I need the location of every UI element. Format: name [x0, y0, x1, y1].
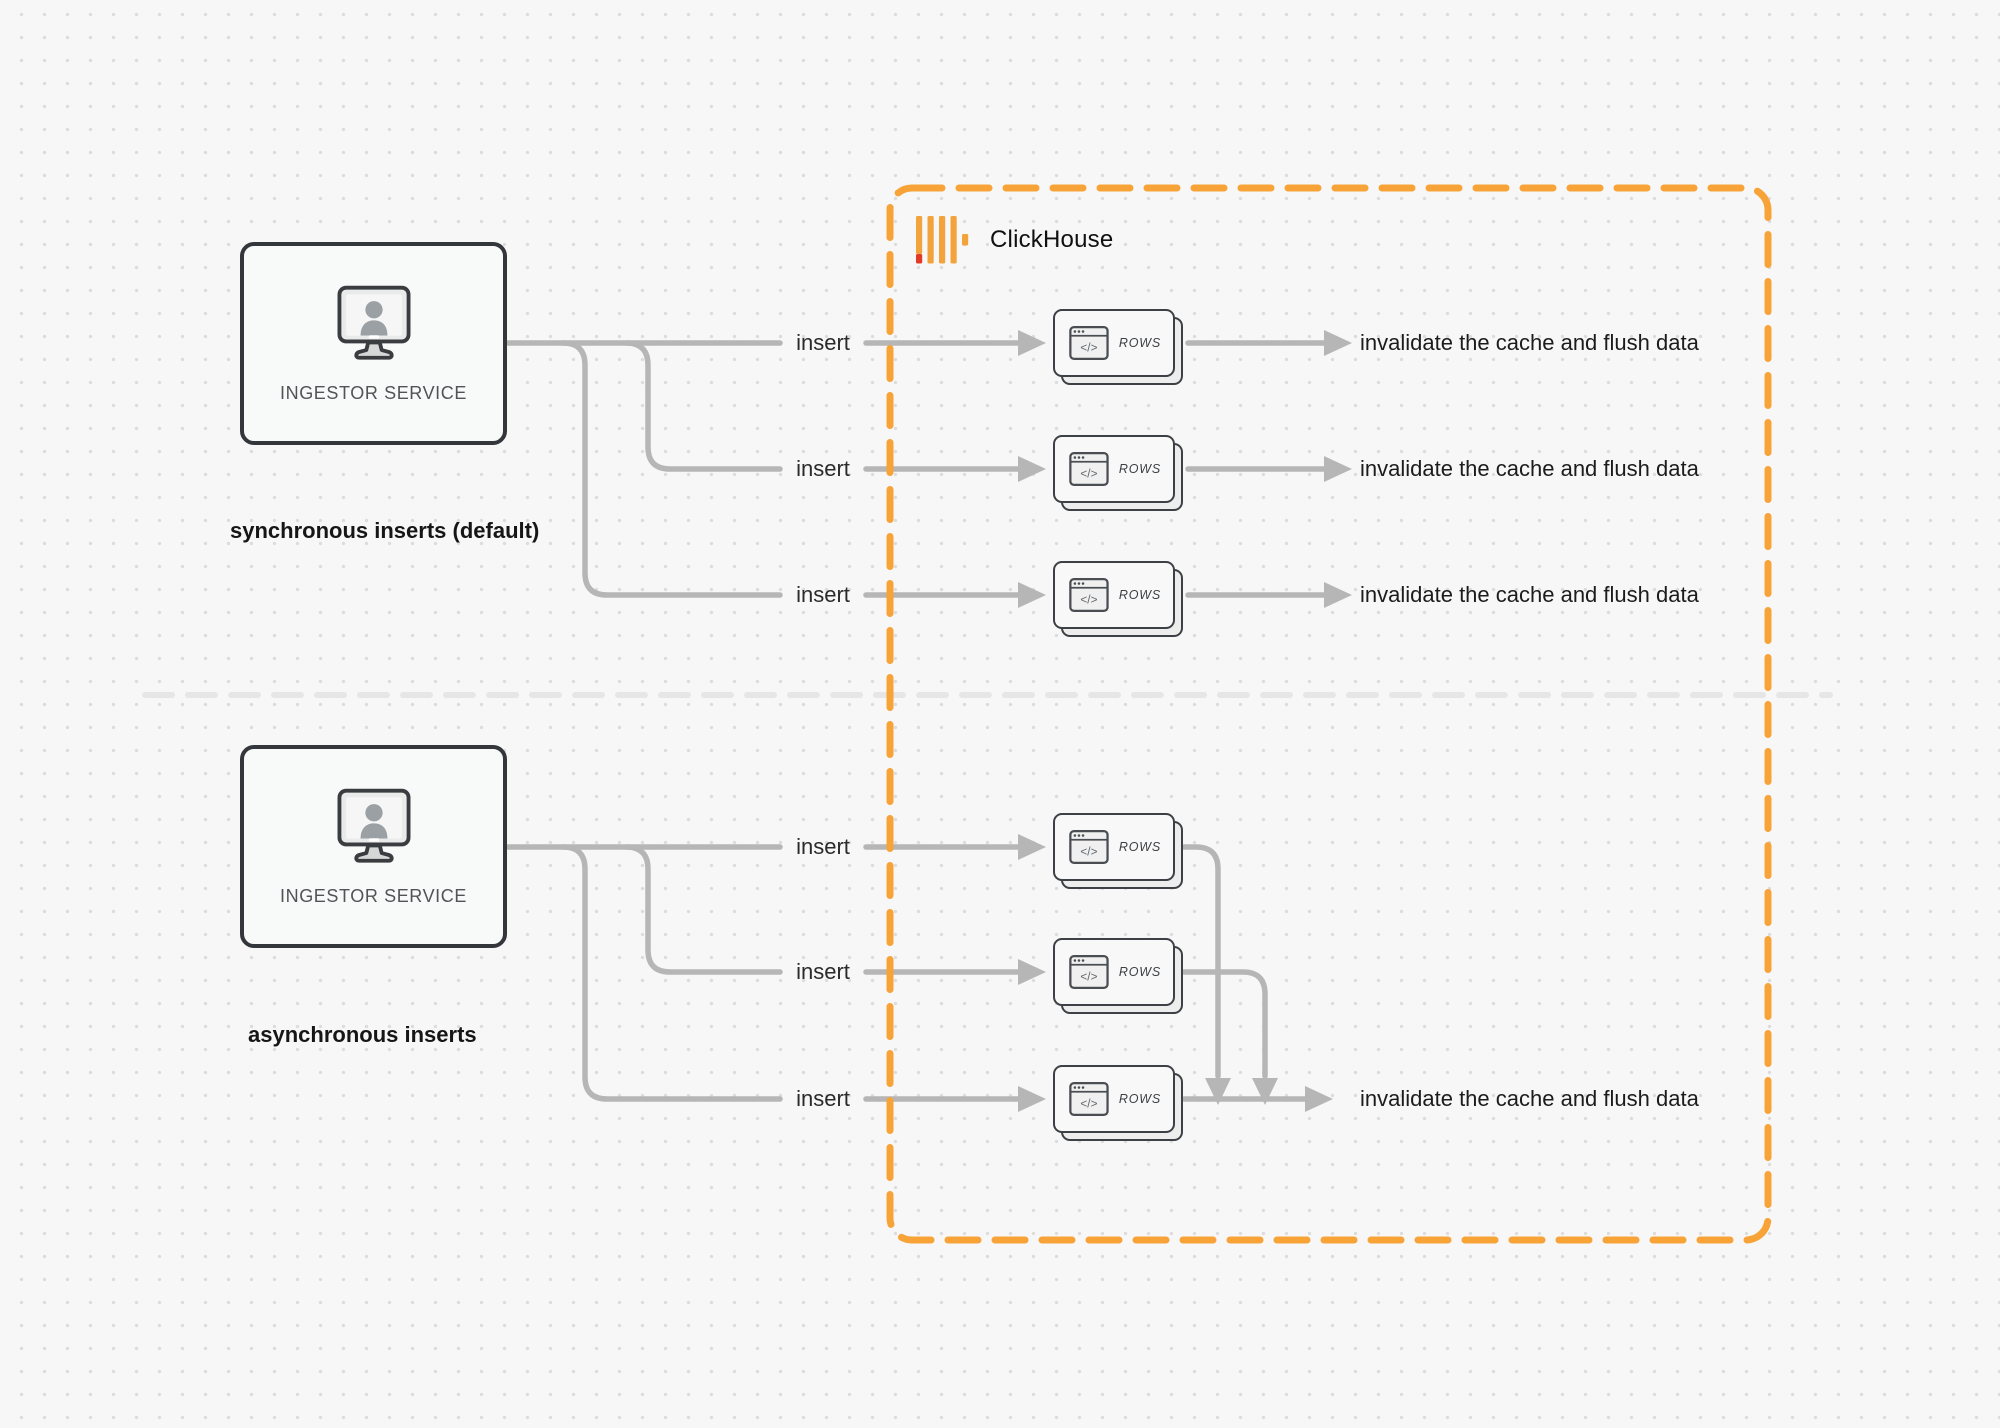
rows-card-label: ROWS [1118, 336, 1161, 350]
arrowhead-sync-result-2 [1324, 456, 1352, 482]
sync-service-label: INGESTOR SERVICE [280, 383, 467, 403]
async-rows-card-1: </> ROWS [1053, 813, 1183, 889]
arrowhead-sync-result-3 [1324, 582, 1352, 608]
arrowhead-sync-card-3 [1018, 582, 1046, 608]
sync-rows-card-1: </> ROWS [1053, 309, 1183, 385]
svg-text:</>: </> [1080, 468, 1097, 481]
code-window-icon: </> [1069, 1081, 1109, 1117]
arrowhead-async-merge-1 [1205, 1078, 1231, 1105]
card-front: </> ROWS [1053, 309, 1175, 377]
arrowheads [1018, 330, 1352, 1112]
rows-card-label: ROWS [1118, 1092, 1161, 1106]
async-line-row2 [623, 844, 783, 975]
code-window-icon: </> [1069, 954, 1109, 990]
sync-rows-card-2: </> ROWS [1053, 435, 1183, 511]
code-window-icon: </> [1069, 451, 1109, 487]
arrowhead-async-merge-2 [1252, 1078, 1278, 1105]
arrowhead-async-card-3 [1018, 1086, 1046, 1112]
async-line-row3 [560, 844, 783, 1102]
sync-ingestor-service-node: INGESTOR SERVICE [240, 242, 507, 445]
async-rows-card-3: </> ROWS [1053, 1065, 1183, 1141]
svg-text:</>: </> [1080, 342, 1097, 355]
sync-line-row3 [560, 340, 783, 598]
async-result-label: invalidate the cache and flush data [1360, 1086, 1699, 1111]
clickhouse-logo [916, 216, 969, 264]
gray-connectors [505, 340, 1329, 1102]
arrowhead-sync-card-1 [1018, 330, 1046, 356]
rows-card-label: ROWS [1118, 462, 1161, 476]
async-caption: asynchronous inserts [248, 1022, 477, 1047]
sync-result-label-1: invalidate the cache and flush data [1360, 330, 1699, 355]
async-merge-line-2 [1181, 969, 1268, 1079]
async-insert-label-2: insert [796, 959, 850, 984]
sync-rows-card-3: </> ROWS [1053, 561, 1183, 637]
rows-card-label: ROWS [1118, 588, 1161, 602]
arrowhead-async-card-2 [1018, 959, 1046, 985]
code-window-icon: </> [1069, 577, 1109, 613]
card-front: </> ROWS [1053, 561, 1175, 629]
clickhouse-label: ClickHouse [990, 226, 1114, 253]
arrowhead-async-card-1 [1018, 834, 1046, 860]
sync-insert-label-2: insert [796, 456, 850, 481]
sync-result-label-3: invalidate the cache and flush data [1360, 582, 1699, 607]
sync-caption: synchronous inserts (default) [230, 518, 540, 543]
clickhouse-boundary-box [886, 184, 1772, 1244]
sync-result-label-2: invalidate the cache and flush data [1360, 456, 1699, 481]
svg-text:</>: </> [1080, 594, 1097, 607]
async-merge-line-1 [1181, 844, 1221, 1079]
async-rows-card-2: </> ROWS [1053, 938, 1183, 1014]
card-front: </> ROWS [1053, 435, 1175, 503]
arrowhead-sync-result-1 [1324, 330, 1352, 356]
card-front: </> ROWS [1053, 813, 1175, 881]
rows-card-label: ROWS [1118, 965, 1161, 979]
sync-insert-label-3: insert [796, 582, 850, 607]
async-insert-label-1: insert [796, 834, 850, 859]
svg-text:</>: </> [1080, 971, 1097, 984]
monitor-user-icon [337, 788, 410, 863]
arrowhead-async-result [1305, 1086, 1333, 1112]
card-front: </> ROWS [1053, 1065, 1175, 1133]
async-insert-label-3: insert [796, 1086, 850, 1111]
async-ingestor-service-node: INGESTOR SERVICE [240, 745, 507, 948]
arrowhead-sync-card-2 [1018, 456, 1046, 482]
svg-text:</>: </> [1080, 1098, 1097, 1111]
sync-insert-label-1: insert [796, 330, 850, 355]
code-window-icon: </> [1069, 325, 1109, 361]
monitor-user-icon [337, 285, 410, 360]
rows-card-label: ROWS [1118, 840, 1161, 854]
async-service-label: INGESTOR SERVICE [280, 886, 467, 906]
svg-text:</>: </> [1080, 846, 1097, 859]
sync-line-row2 [623, 340, 783, 472]
code-window-icon: </> [1069, 829, 1109, 865]
card-front: </> ROWS [1053, 938, 1175, 1006]
